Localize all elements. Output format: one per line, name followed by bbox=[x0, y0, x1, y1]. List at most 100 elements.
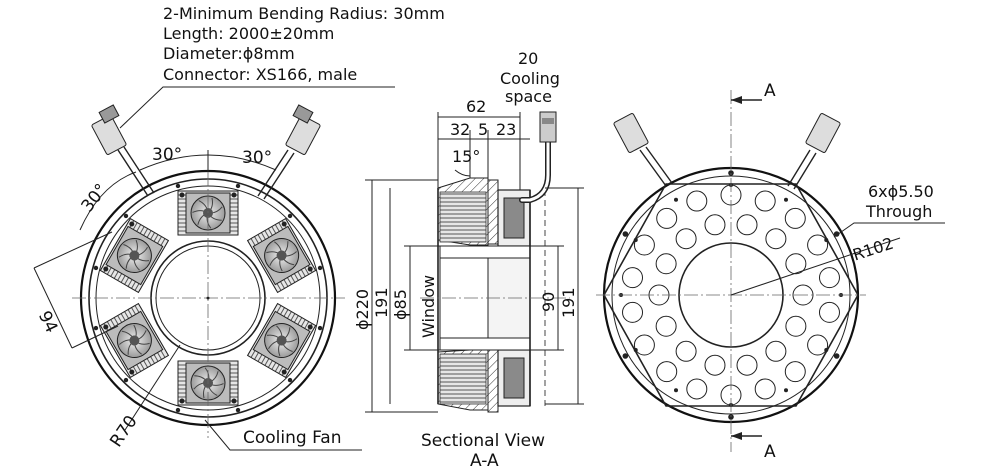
section-connector bbox=[539, 111, 557, 143]
back-connector-right bbox=[787, 113, 841, 190]
vent-hole bbox=[622, 301, 644, 323]
front-radius-70: R70 bbox=[106, 412, 141, 451]
fan-module-screw bbox=[307, 266, 313, 272]
spec-diameter: Diameter:ϕ8mm bbox=[163, 44, 295, 63]
vent-hole bbox=[807, 234, 829, 256]
ring-screw bbox=[175, 183, 181, 189]
front-angle-top-right: 30° bbox=[242, 148, 272, 168]
back-section-mark-bottom: A bbox=[764, 442, 776, 462]
fan-hub bbox=[276, 250, 287, 261]
ring-screw bbox=[287, 377, 293, 383]
ring-screw bbox=[317, 325, 323, 331]
section-cooling-line2: space bbox=[505, 87, 552, 106]
ring-screw bbox=[175, 407, 181, 413]
section-view: 62 32 5 23 15° 20 Cooling space ϕ220 191… bbox=[353, 49, 584, 471]
fan-module-screw bbox=[307, 324, 313, 330]
vent-hole bbox=[765, 340, 787, 362]
ring-screw bbox=[123, 213, 129, 219]
connector-right-body bbox=[285, 115, 321, 155]
fan-module-screw bbox=[103, 324, 109, 330]
back-radius-102: R102 bbox=[850, 234, 895, 265]
section-fan-core-top bbox=[503, 197, 525, 239]
mounting-hole bbox=[833, 231, 840, 237]
back-connector-left-cable-b bbox=[645, 146, 673, 184]
section-cable-highlight bbox=[520, 138, 550, 202]
section-fins-top bbox=[439, 191, 487, 243]
front-angle-top-left: 30° bbox=[152, 145, 182, 165]
section-mid-ring-top bbox=[487, 179, 499, 245]
fan-module bbox=[99, 302, 170, 379]
spec-connector: Connector: XS166, male bbox=[163, 65, 357, 84]
mounting-hole bbox=[622, 353, 629, 359]
back-view: A A 6xϕ5.50 Through R102 bbox=[596, 81, 945, 462]
vent-hole bbox=[686, 378, 708, 400]
connector-right-nut bbox=[292, 104, 314, 124]
vent-hole bbox=[736, 354, 758, 376]
plate-screw bbox=[784, 197, 788, 202]
plate-screw bbox=[633, 238, 638, 242]
front-dim-94: 94 bbox=[34, 308, 61, 336]
section-dim-191-right: 191 bbox=[559, 287, 578, 318]
front-dim-94-ext-top bbox=[33, 231, 113, 269]
section-dim-191-left: 191 bbox=[372, 287, 391, 318]
vent-hole bbox=[818, 301, 840, 323]
fan-module-screw bbox=[281, 369, 287, 375]
ring-screw bbox=[123, 377, 129, 383]
vent-hole bbox=[754, 378, 776, 400]
fan-hub bbox=[276, 335, 287, 346]
vent-hole bbox=[785, 315, 807, 337]
back-holes-line2: Through bbox=[865, 202, 932, 221]
plate-screw bbox=[633, 348, 638, 352]
back-connector-right-body bbox=[805, 113, 841, 153]
front-cooling-fan-leader bbox=[204, 419, 362, 451]
vent-hole bbox=[675, 228, 697, 250]
connector-right bbox=[257, 104, 321, 200]
vent-hole bbox=[633, 334, 655, 356]
section-title-line2: A-A bbox=[470, 451, 499, 471]
vent-hole bbox=[656, 207, 678, 229]
fan-hub bbox=[129, 250, 140, 261]
back-connector-right-cable-a bbox=[787, 149, 811, 187]
vent-hole bbox=[736, 214, 758, 236]
spec-bending-radius: 2-Minimum Bending Radius: 30mm bbox=[163, 4, 445, 23]
front-dim-94-ext-bottom bbox=[71, 325, 119, 349]
front-view: 30° 30° 30° 94 R70 Cooling Fan bbox=[33, 104, 362, 451]
vent-hole bbox=[765, 228, 787, 250]
mounting-holes bbox=[619, 170, 843, 420]
back-section-mark-top: A bbox=[764, 81, 776, 101]
vent-hole bbox=[784, 207, 806, 229]
back-r102-leader bbox=[730, 237, 901, 296]
back-connector-left bbox=[613, 113, 673, 187]
connector-left-body bbox=[91, 115, 127, 155]
fan-module-screw bbox=[103, 266, 109, 272]
back-holes-line1: 6xϕ5.50 bbox=[868, 182, 934, 201]
section-angle-15-arc bbox=[454, 169, 471, 177]
spec-leader-line bbox=[119, 86, 395, 129]
ring-screw bbox=[317, 265, 323, 271]
connector-left-nut bbox=[98, 104, 120, 124]
plate-screw bbox=[824, 238, 829, 242]
section-dim-220: ϕ220 bbox=[353, 289, 372, 330]
connector-right-cable-b bbox=[263, 152, 295, 200]
section-cooling-value: 20 bbox=[518, 49, 538, 68]
section-dim-85: ϕ85 bbox=[391, 289, 410, 320]
fan-module bbox=[246, 302, 317, 379]
front-center-point bbox=[206, 296, 210, 300]
section-fins-bottom bbox=[439, 353, 487, 405]
fan-module-screw bbox=[179, 192, 185, 198]
fan-module bbox=[246, 217, 317, 294]
vent-hole bbox=[785, 253, 807, 275]
fan-module bbox=[99, 217, 170, 294]
plate-screw bbox=[824, 348, 829, 352]
back-holes-leader bbox=[833, 222, 945, 238]
front-angle-left: 30° bbox=[78, 180, 112, 216]
front-cooling-fan-label: Cooling Fan bbox=[243, 428, 342, 448]
section-dim-90: 90 bbox=[539, 292, 558, 312]
back-section-mark-bottom-arrow bbox=[731, 432, 742, 440]
spec-block: 2-Minimum Bending Radius: 30mm Length: 2… bbox=[119, 4, 445, 129]
vent-hole bbox=[655, 253, 677, 275]
back-connector-left-body bbox=[613, 113, 649, 153]
vent-hole bbox=[655, 315, 677, 337]
ring-screw bbox=[235, 183, 241, 189]
